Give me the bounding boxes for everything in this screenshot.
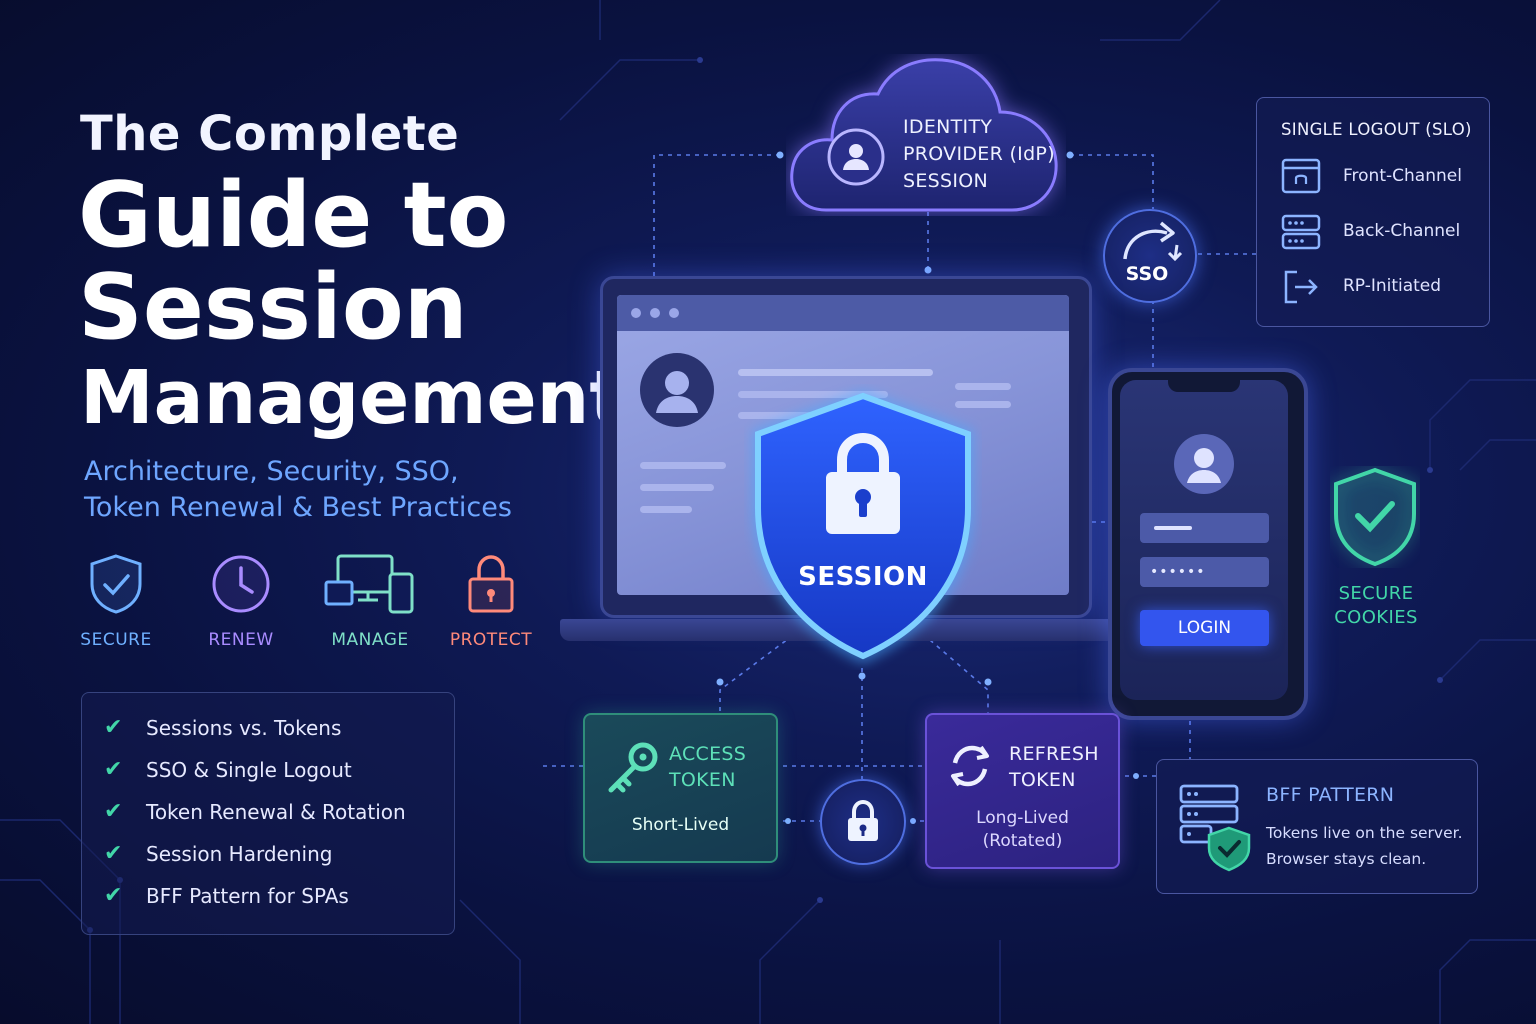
check-icon: ✔	[104, 757, 123, 782]
feature-manage: MANAGE	[315, 552, 425, 650]
topics-checklist: ✔Sessions vs. Tokens ✔SSO & Single Logou…	[81, 692, 455, 935]
refresh-token-desc: Long-Lived (Rotated)	[976, 808, 1069, 851]
password-field[interactable]: ••••••	[1140, 557, 1269, 587]
padlock-icon	[468, 555, 514, 613]
user-icon	[827, 128, 885, 186]
session-shield-icon	[752, 390, 974, 664]
placeholder-line	[640, 506, 692, 513]
title-line-4: Management	[80, 355, 625, 441]
placeholder-line	[738, 369, 933, 376]
key-icon	[608, 742, 658, 793]
lock-icon	[848, 799, 878, 841]
check-icon: ✔	[104, 841, 123, 866]
browser-titlebar	[617, 295, 1069, 331]
user-avatar-icon	[1174, 434, 1234, 494]
subtitle-line-1: Architecture, Security, SSO,	[84, 456, 459, 487]
server-shield-icon	[1179, 784, 1251, 872]
secure-cookies-shield-icon	[1334, 467, 1416, 567]
sso-node: SSO	[1103, 209, 1197, 303]
devices-icon	[324, 554, 414, 614]
secure-cookies-label: SECURE COOKIES	[1334, 583, 1418, 628]
logout-icon	[1284, 270, 1318, 304]
placeholder-line	[738, 412, 838, 419]
access-token-card: ACCESS TOKEN Short-Lived	[583, 713, 778, 863]
slo-title: SINGLE LOGOUT (SLO)	[1281, 120, 1472, 139]
title-line-2: Guide to	[78, 163, 509, 268]
placeholder-line	[955, 383, 1011, 390]
single-logout-panel: SINGLE LOGOUT (SLO) Front-Channel Back-C…	[1256, 97, 1490, 327]
title-line-1: The Complete	[80, 106, 460, 162]
lock-node	[820, 779, 906, 865]
session-label: SESSION	[798, 562, 928, 592]
list-item: ✔Token Renewal & Rotation	[104, 799, 406, 824]
window-dot	[650, 308, 660, 318]
subtitle: Architecture, Security, SSO, Token Renew…	[84, 454, 512, 526]
bff-title: BFF PATTERN	[1266, 784, 1395, 806]
sso-label: SSO	[1125, 263, 1169, 285]
placeholder-line	[640, 484, 714, 491]
feature-label: PROTECT	[449, 630, 533, 650]
feature-protect: PROTECT	[436, 552, 546, 650]
text-cursor-line	[1154, 526, 1192, 530]
check-icon: ✔	[104, 715, 123, 740]
placeholder-line	[640, 462, 726, 469]
check-icon: ✔	[104, 883, 123, 908]
phone-notch	[1168, 378, 1240, 392]
feature-renew: RENEW	[186, 552, 296, 650]
refresh-token-card: REFRESH TOKEN Long-Lived (Rotated)	[925, 713, 1120, 869]
list-item: ✔SSO & Single Logout	[104, 757, 352, 782]
bff-pattern-panel: BFF PATTERN Tokens live on the server. B…	[1156, 759, 1478, 894]
list-item: ✔BFF Pattern for SPAs	[104, 883, 349, 908]
subtitle-line-2: Token Renewal & Best Practices	[84, 492, 512, 523]
list-item: ✔Session Hardening	[104, 841, 333, 866]
check-icon: ✔	[104, 799, 123, 824]
access-token-title: ACCESS TOKEN	[669, 743, 747, 791]
server-icon	[1281, 214, 1321, 250]
feature-secure: SECURE	[61, 552, 171, 650]
refresh-arrow-icon	[1123, 221, 1183, 262]
list-item: ✔Sessions vs. Tokens	[104, 715, 342, 740]
title-line-3: Session	[78, 255, 468, 360]
window-dot	[669, 308, 679, 318]
placeholder-line	[738, 391, 888, 398]
slo-item-back-channel: Back-Channel	[1343, 221, 1461, 241]
access-token-desc: Short-Lived	[631, 815, 730, 835]
idp-label: IDENTITY PROVIDER (IdP) SESSION	[903, 116, 1055, 192]
placeholder-line	[955, 401, 1011, 408]
slo-item-front-channel: Front-Channel	[1343, 166, 1462, 186]
refresh-token-title: REFRESH TOKEN	[1009, 743, 1099, 791]
clock-icon	[212, 555, 270, 613]
login-button[interactable]: LOGIN	[1140, 610, 1269, 646]
feature-label: MANAGE	[331, 630, 409, 650]
feature-label: SECURE	[80, 630, 152, 650]
shield-check-icon	[90, 554, 142, 614]
bff-desc: Tokens live on the server. Browser stays…	[1266, 824, 1463, 868]
feature-label: RENEW	[208, 630, 274, 650]
profile-avatar-icon	[640, 353, 714, 427]
slo-item-rp-initiated: RP-Initiated	[1343, 276, 1442, 296]
sync-icon	[951, 745, 989, 787]
window-dot	[631, 308, 641, 318]
username-field[interactable]	[1140, 513, 1269, 543]
browser-window-icon	[1281, 158, 1321, 194]
